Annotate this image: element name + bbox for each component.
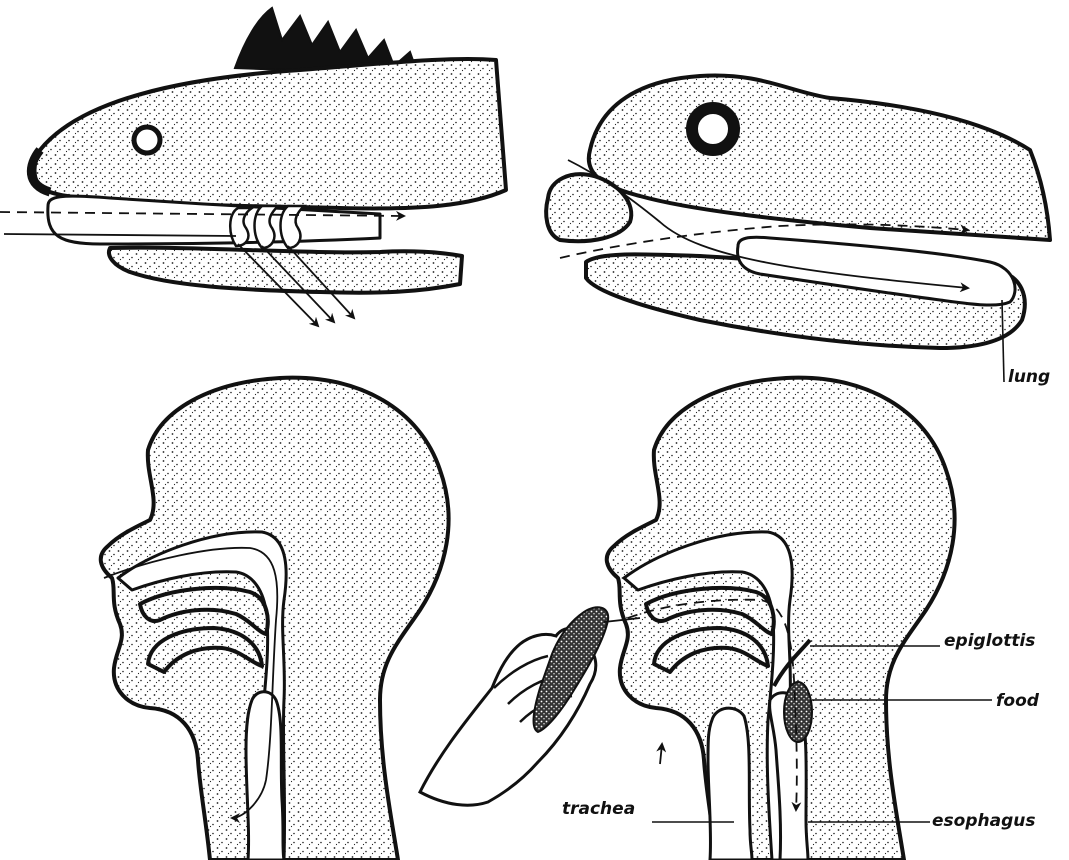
food-label: food — [996, 691, 1040, 711]
amphibian-upper-head — [589, 75, 1050, 240]
trachea-label: trachea — [562, 799, 635, 819]
human-head-breathing — [101, 378, 449, 860]
airway-left-tube — [246, 692, 284, 860]
fish-upper-head — [35, 59, 506, 209]
amphibian-eye — [692, 108, 734, 150]
fish-gills — [230, 206, 304, 248]
esophagus-label: esophagus — [932, 811, 1035, 831]
amphibian-head — [546, 75, 1050, 382]
upward-small-arrow — [660, 744, 662, 764]
epiglottis-label: epiglottis — [944, 631, 1035, 651]
human-head-swallowing — [420, 378, 992, 860]
trachea-tube-right — [708, 708, 752, 860]
fish-head — [0, 8, 506, 326]
lung-label: lung — [1008, 367, 1050, 387]
hand-holding-food — [420, 607, 640, 805]
fish-eye — [134, 127, 160, 153]
food-bolus — [784, 682, 812, 742]
